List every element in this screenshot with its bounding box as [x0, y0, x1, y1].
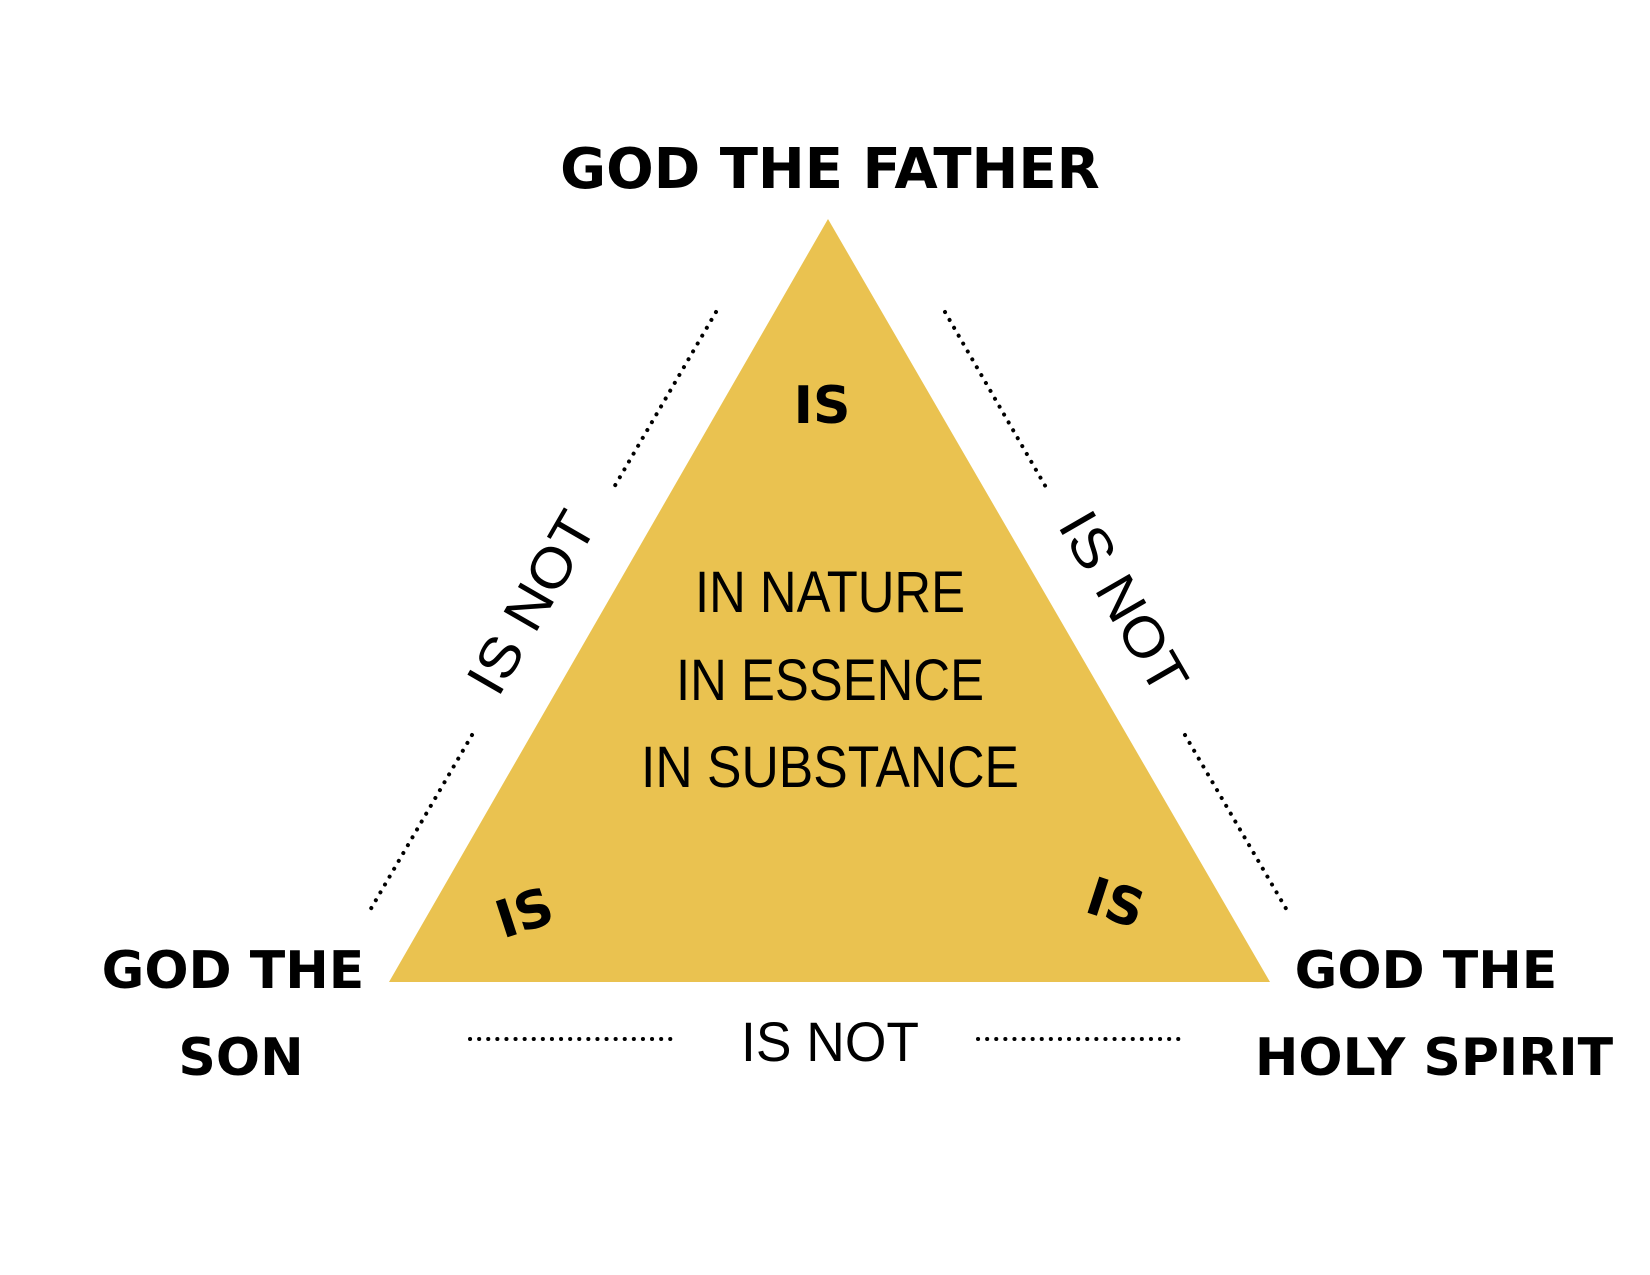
center-line-1: IN NATURE — [695, 560, 965, 625]
label-son-line1: GOD THE — [102, 941, 365, 1001]
triangle — [389, 219, 1270, 982]
is-not-bottom: IS NOT — [741, 1010, 919, 1073]
label-son-line2: SON — [178, 1028, 303, 1088]
center-line-3: IN SUBSTANCE — [641, 735, 1019, 800]
label-spirit-line2: HOLY SPIRIT — [1255, 1028, 1614, 1088]
label-spirit-line1: GOD THE — [1295, 941, 1558, 1001]
is-top: IS — [794, 376, 851, 436]
label-father: GOD THE FATHER — [560, 137, 1100, 202]
dotted-line-right-upper — [943, 310, 1049, 491]
center-line-2: IN ESSENCE — [676, 648, 984, 713]
